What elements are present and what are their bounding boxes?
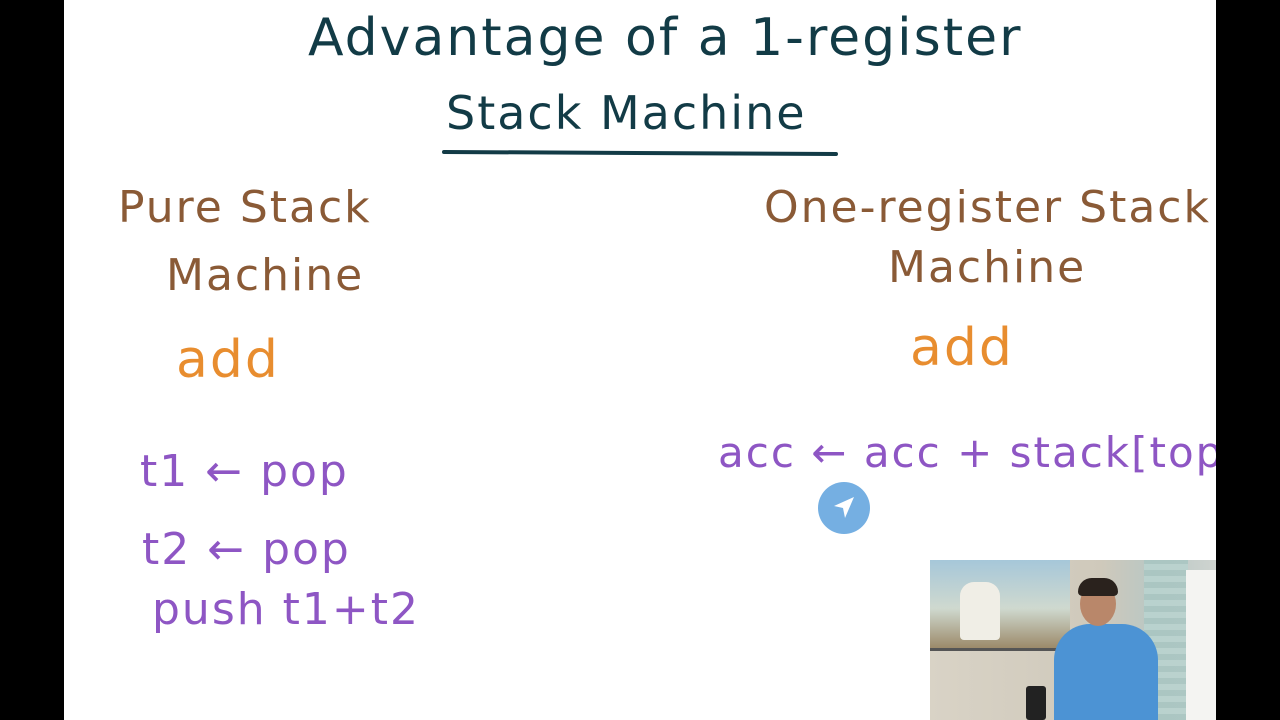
pointer-arrow-glyph bbox=[834, 497, 854, 518]
slide-title-line1: Advantage of a 1-register bbox=[308, 8, 1023, 68]
whiteboard: Advantage of a 1-register Stack Machine … bbox=[64, 0, 1216, 720]
presenter-hair bbox=[1078, 578, 1118, 596]
pointer-arrow-icon[interactable] bbox=[818, 482, 870, 534]
title-underline bbox=[441, 149, 839, 157]
mug bbox=[1026, 686, 1046, 720]
presenter-body bbox=[1054, 624, 1158, 720]
presenter-video bbox=[930, 560, 1216, 720]
left-code-line: push t1+t2 bbox=[152, 584, 420, 635]
right-heading-line1: One-register Stack bbox=[764, 182, 1211, 233]
left-heading-line1: Pure Stack bbox=[118, 182, 372, 233]
left-instruction: add bbox=[176, 330, 280, 390]
paper-sheet bbox=[1186, 570, 1216, 720]
slide-title-line2: Stack Machine bbox=[446, 86, 807, 140]
left-code-line: t2 ← pop bbox=[142, 524, 351, 575]
wall-painting bbox=[930, 560, 1070, 651]
right-instruction: add bbox=[910, 318, 1014, 378]
right-heading-line2: Machine bbox=[888, 242, 1087, 293]
left-heading-line2: Machine bbox=[166, 250, 365, 301]
left-code-line: t1 ← pop bbox=[140, 446, 349, 497]
right-code-line: acc ← acc + stack[top] bbox=[718, 428, 1216, 477]
painting-figure bbox=[960, 582, 1000, 640]
